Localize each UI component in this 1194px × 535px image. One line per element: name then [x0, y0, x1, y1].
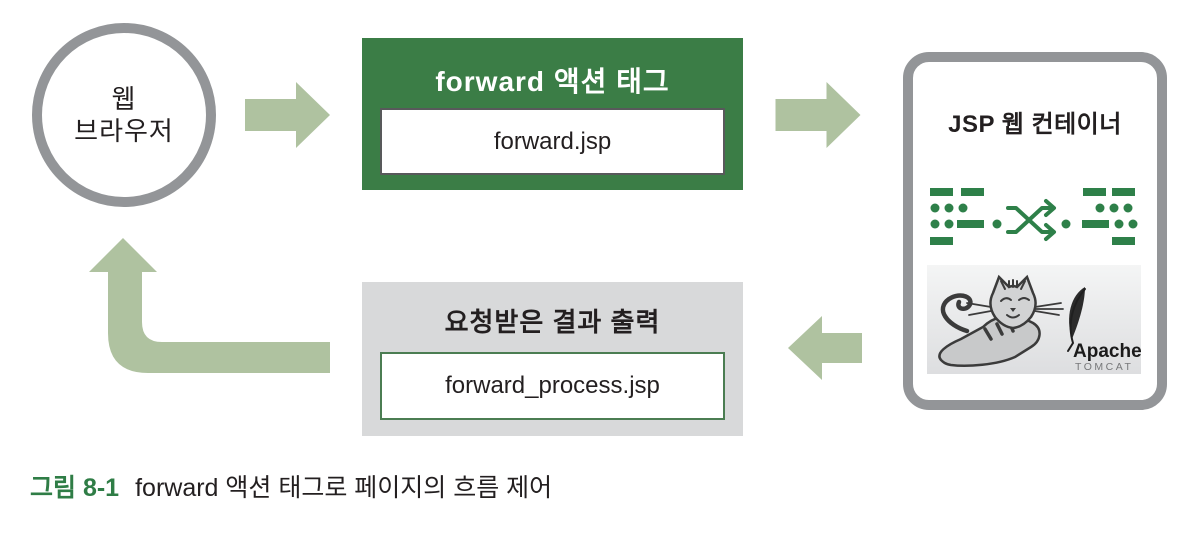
jsp-container-title: JSP 웹 컨테이너: [948, 111, 1122, 138]
cat-head: [989, 274, 1037, 330]
right-arrow-icon: [245, 82, 330, 148]
result-output-title: 요청받은 결과 출력: [444, 307, 661, 337]
bend-up-arrow-icon: [89, 238, 330, 373]
apache-feather-icon: [1069, 287, 1085, 339]
forward-tag-title: forward 액션 태그: [435, 66, 670, 97]
node-forward-action-tag: forward 액션 태그 forward.jsp: [362, 38, 743, 190]
caption-figure-number: 그림 8-1: [30, 474, 120, 502]
node-jsp-web-container: JSP 웹 컨테이너: [903, 52, 1167, 410]
right-arrow-icon: [775, 82, 861, 148]
web-browser-label-line1: 웹: [111, 83, 137, 114]
forward-process-jsp-file: forward_process.jsp: [380, 352, 725, 420]
data-shuffle-icon: [930, 188, 1138, 245]
cat-tail: [940, 293, 973, 334]
web-browser-label-line2: 브라우저: [74, 116, 174, 146]
apache-tomcat-logo: Apache TOMCAT: [927, 265, 1141, 374]
tomcat-sub-text: TOMCAT: [1075, 361, 1133, 373]
node-result-output: 요청받은 결과 출력 forward_process.jsp: [362, 282, 743, 436]
forward-jsp-file: forward.jsp: [380, 108, 725, 175]
figure-caption: 그림 8-1 forward 액션 태그로 페이지의 흐름 제어: [30, 468, 552, 504]
node-web-browser: 웹 브라우저: [32, 23, 216, 207]
tomcat-brand-text: Apache: [1073, 341, 1141, 362]
caption-text: forward 액션 태그로 페이지의 흐름 제어: [135, 474, 553, 502]
left-arrow-icon: [788, 316, 862, 380]
